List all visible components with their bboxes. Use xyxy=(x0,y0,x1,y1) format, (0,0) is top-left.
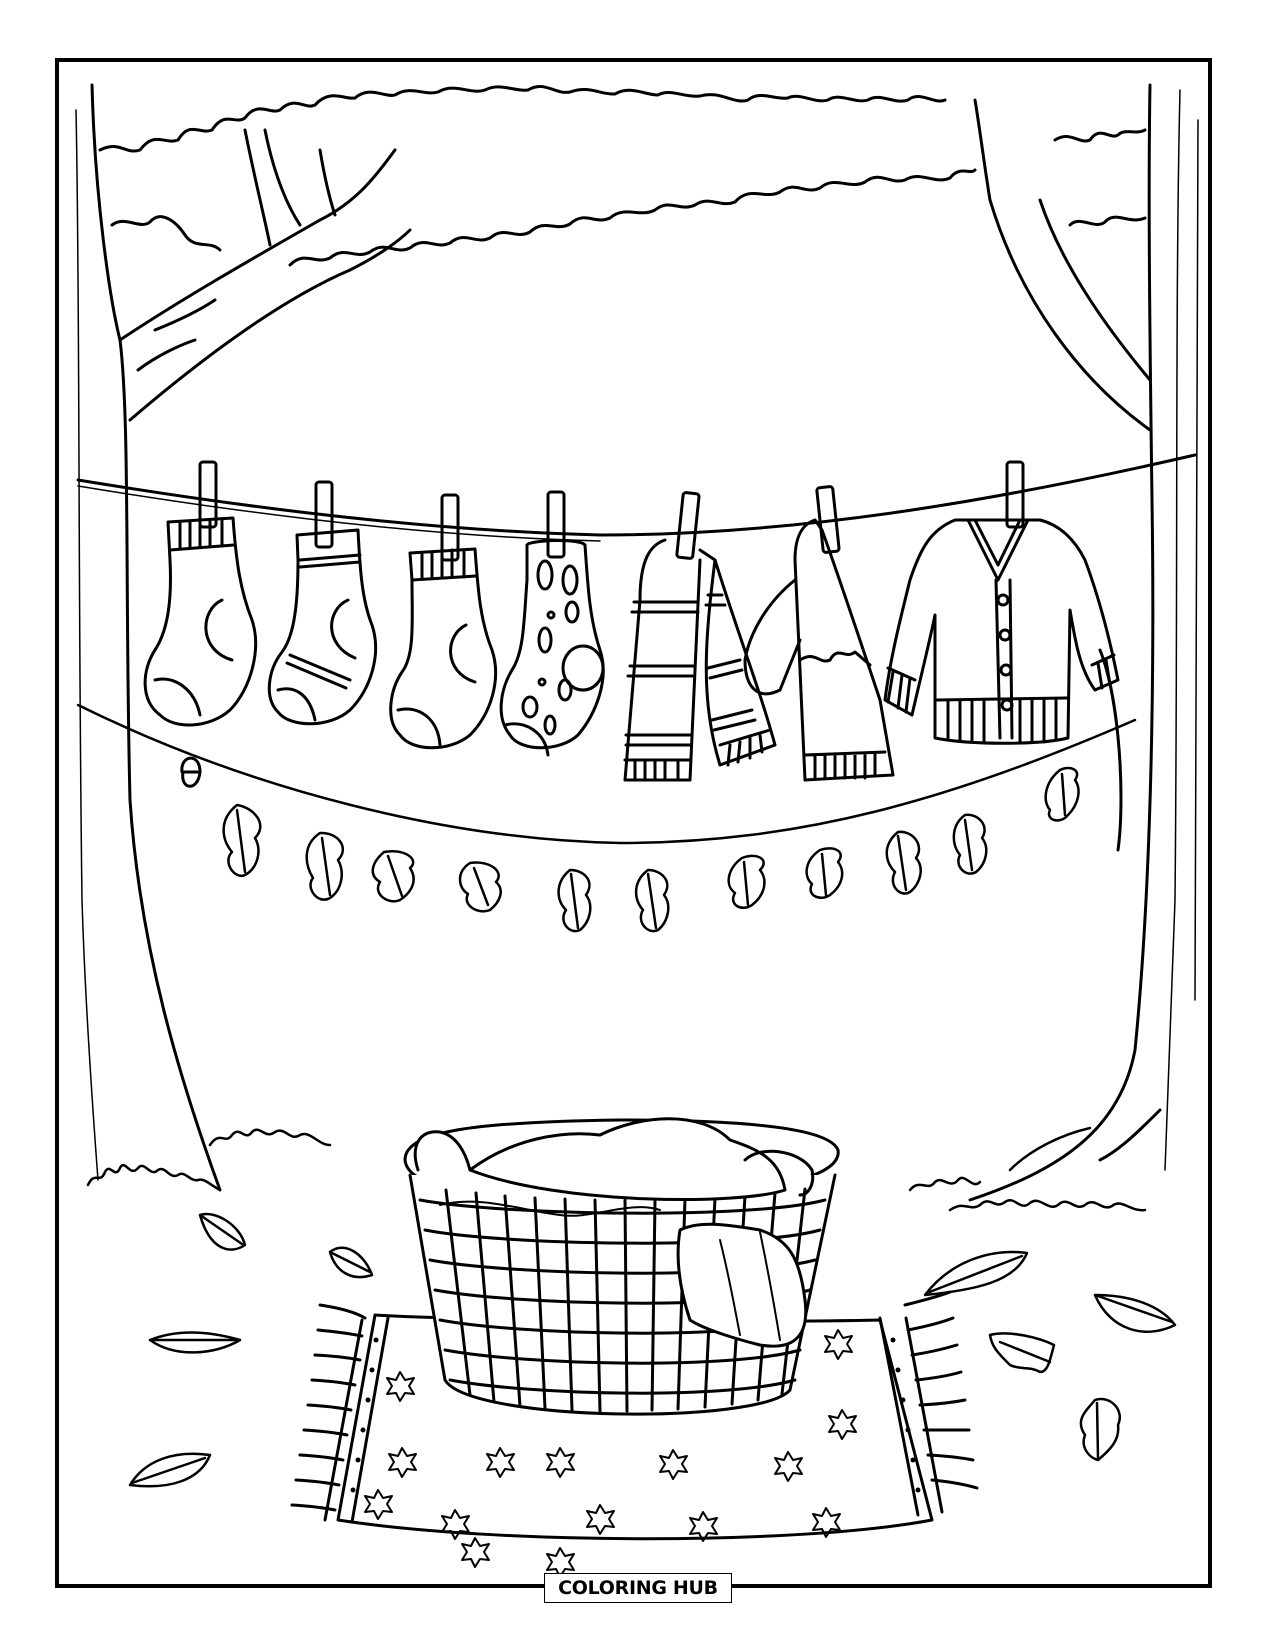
sock-ribbed-cuff-1 xyxy=(143,516,258,727)
grass xyxy=(86,1126,1147,1212)
striped-scarf xyxy=(623,538,777,782)
cardigan xyxy=(883,518,1120,745)
leaf-garland-string xyxy=(76,703,1137,845)
ground-leaves xyxy=(128,1212,1177,1488)
sock-ribbed-cuff-2 xyxy=(389,547,497,750)
sock-polka-dot xyxy=(499,538,605,757)
right-tree xyxy=(968,83,1199,1202)
clothespins xyxy=(198,460,1025,562)
sock-striped xyxy=(267,528,377,726)
garland-leaves xyxy=(222,766,1080,933)
tree-canopy xyxy=(98,85,1147,267)
brand-badge: COLORING HUB xyxy=(544,1573,732,1603)
mitten-and-scarf xyxy=(743,518,895,782)
left-tree xyxy=(75,83,412,1192)
acorn xyxy=(180,756,202,788)
upper-clothesline xyxy=(76,453,1197,537)
laundry-basket xyxy=(403,1117,840,1416)
brand-label: COLORING HUB xyxy=(558,1577,718,1599)
